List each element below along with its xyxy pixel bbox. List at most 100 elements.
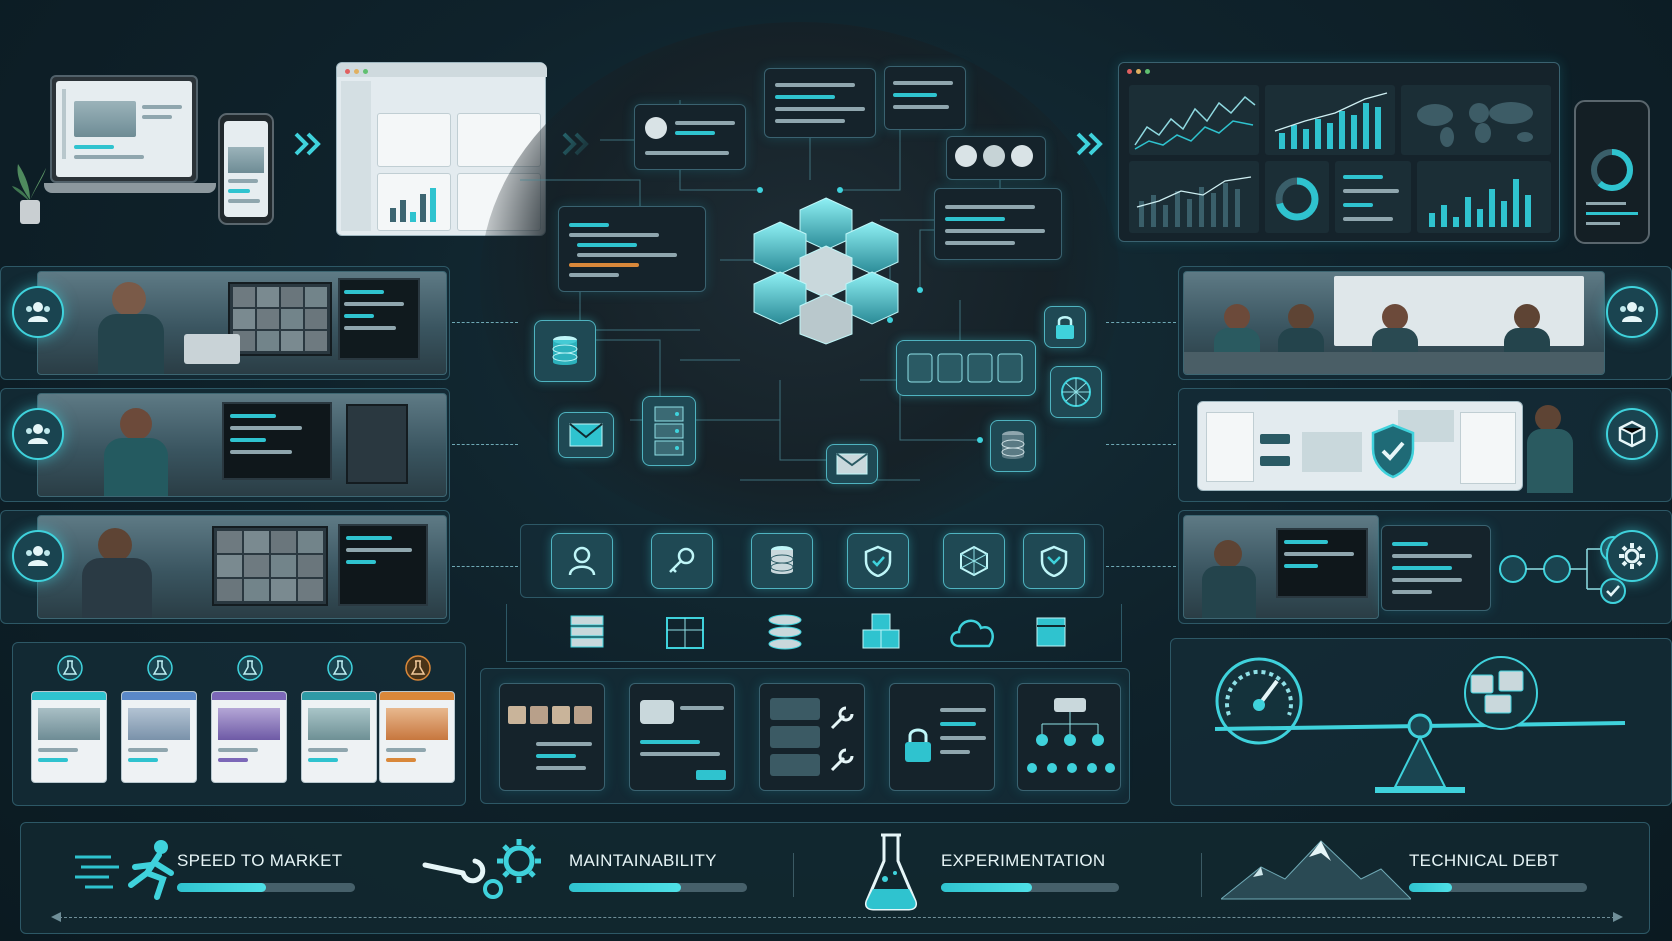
people-icon [12, 530, 64, 582]
infrastructure-row [506, 604, 1122, 662]
laptop-device [44, 75, 216, 203]
dashboard-grid-icon [896, 340, 1036, 396]
modules-panel [480, 668, 1130, 804]
developer-coding-photo [37, 393, 447, 497]
metrics-bar: SPEED TO MARKET MAINTAINABILITY EXPERIME… [20, 822, 1650, 934]
wrench-icon [830, 706, 854, 730]
lock-icon [905, 728, 931, 762]
team-module-card [499, 683, 605, 791]
variant-card [301, 691, 377, 783]
team-row-panel [0, 388, 450, 502]
envelope-icon [558, 412, 614, 458]
metric-fill [569, 883, 682, 892]
mountain-icon [1221, 840, 1411, 900]
component-row-panel [1178, 388, 1672, 502]
connector-line [452, 322, 518, 323]
deployment-row-panel [1178, 510, 1672, 624]
divider [1201, 853, 1202, 897]
connector-line [1106, 566, 1176, 567]
profile-card-window [634, 104, 746, 170]
flask-icon [57, 655, 83, 681]
metric-label-maintainability: MAINTAINABILITY [569, 851, 717, 870]
metric-bar-maintainability [569, 883, 747, 892]
collaboration-row-panel [1178, 266, 1672, 380]
wrench-gear-icon [422, 839, 541, 899]
database-icon [534, 320, 596, 382]
central-cube-cluster [753, 197, 899, 345]
app-wireframe-window [336, 62, 547, 236]
package-icon [862, 613, 900, 649]
connector-line [452, 444, 518, 445]
metric-fill [1409, 883, 1452, 892]
metric-fill [177, 883, 266, 892]
key-icon [651, 533, 713, 589]
module-cluster-icon [1464, 656, 1538, 730]
developer-headset-photo [37, 515, 447, 619]
metric-bar-experimentation [941, 883, 1119, 892]
metric-bar-speed-to-market [177, 883, 355, 892]
people-icon [1606, 286, 1658, 338]
connector-line [452, 566, 518, 567]
developer-video-call-photo [37, 271, 447, 375]
tradeoff-axis-line [59, 917, 1615, 918]
mobile-dashboard-phone [1574, 100, 1650, 244]
security-module-card [889, 683, 995, 791]
lock-icon [1044, 306, 1086, 348]
cube-network-icon [943, 533, 1005, 589]
pipeline-panel [520, 524, 1104, 598]
database-icon [751, 533, 813, 589]
wrench-icon [830, 748, 854, 772]
arrow-right-icon [1613, 912, 1623, 922]
metric-label-technical-debt: TECHNICAL DEBT [1409, 851, 1559, 870]
storage-stack-icon [768, 614, 802, 650]
team-meeting-photo [1183, 271, 1605, 375]
phone-device [218, 113, 274, 225]
flask-icon [865, 833, 917, 911]
metric-label-speed-to-market: SPEED TO MARKET [177, 851, 343, 870]
balance-panel [1170, 638, 1672, 806]
component-library-window [1197, 401, 1523, 491]
variant-card [379, 691, 455, 783]
scale-balance-icon [1214, 713, 1626, 793]
runner-icon [75, 840, 174, 900]
list-window [884, 66, 966, 130]
code-editor-window [558, 206, 706, 292]
plant-decoration [12, 160, 48, 226]
shield-icon [1023, 533, 1085, 589]
metric-label-experimentation: EXPERIMENTATION [941, 851, 1106, 870]
shield-check-icon [1371, 423, 1415, 479]
divider [793, 853, 794, 897]
variant-card [31, 691, 107, 783]
people-icon [12, 408, 64, 460]
config-window [934, 188, 1062, 260]
cube-icon [1606, 408, 1658, 460]
cloud-icon [950, 619, 994, 648]
flask-icon [147, 655, 173, 681]
chevron-right-icon [294, 132, 321, 156]
network-globe-icon [1050, 366, 1102, 418]
database-icon [990, 420, 1036, 472]
list-window [764, 68, 876, 138]
envelope-icon [826, 444, 878, 484]
server-icon [570, 615, 604, 648]
people-icon [12, 286, 64, 338]
arrow-left-icon [51, 912, 61, 922]
connector-line [1106, 322, 1176, 323]
flask-icon [237, 655, 263, 681]
chat-module-card [629, 683, 735, 791]
chevron-right-icon [1076, 132, 1103, 156]
container-icon [666, 617, 704, 649]
team-row-panel [0, 510, 450, 624]
tools-module-card [759, 683, 865, 791]
pipeline-status-window [1381, 525, 1491, 611]
metric-bar-technical-debt [1409, 883, 1587, 892]
org-chart-module-card [1017, 683, 1121, 791]
team-avatar-window [946, 136, 1046, 180]
speedometer-icon [1215, 657, 1303, 745]
team-row-panel [0, 266, 450, 380]
ab-variants-panel [12, 642, 466, 806]
gear-icon [1606, 530, 1658, 582]
box-icon [1036, 617, 1066, 647]
variant-card [211, 691, 287, 783]
flask-icon [327, 655, 353, 681]
